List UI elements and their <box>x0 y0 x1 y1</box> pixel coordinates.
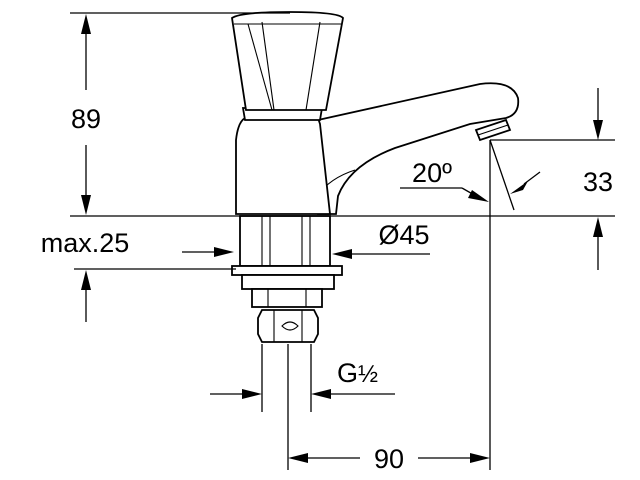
dimension-max-thickness: max.25 <box>41 228 236 322</box>
dimension-thread: G½ <box>210 344 395 412</box>
lock-nut <box>241 274 335 290</box>
mounting-nut <box>239 215 331 267</box>
thread-fraction: ½ <box>358 361 378 388</box>
threaded-shank <box>251 288 323 308</box>
dimension-label-angle: 20º <box>412 158 452 188</box>
dimension-reach: 90 <box>287 344 490 474</box>
dimension-height: 89 <box>70 12 615 217</box>
spout <box>317 82 520 215</box>
dimension-label-height: 89 <box>71 104 101 134</box>
dimension-angle: 20º <box>400 139 541 470</box>
washer <box>231 265 343 276</box>
thread-letter: G <box>337 358 358 388</box>
handle <box>231 11 344 111</box>
hex-connector <box>257 309 319 343</box>
dimension-label-thread: G½ <box>337 358 378 388</box>
dimension-label-max-thickness: max.25 <box>41 228 130 258</box>
dimension-diameter: Ø45 <box>332 220 430 259</box>
faucet-body <box>231 11 520 343</box>
dimension-label-diameter: Ø45 <box>378 220 429 250</box>
valve-body <box>235 117 332 215</box>
dimension-label-spout-height: 33 <box>583 167 613 197</box>
dimension-label-reach: 90 <box>374 444 404 474</box>
dimension-spout-height: 33 <box>490 88 615 270</box>
